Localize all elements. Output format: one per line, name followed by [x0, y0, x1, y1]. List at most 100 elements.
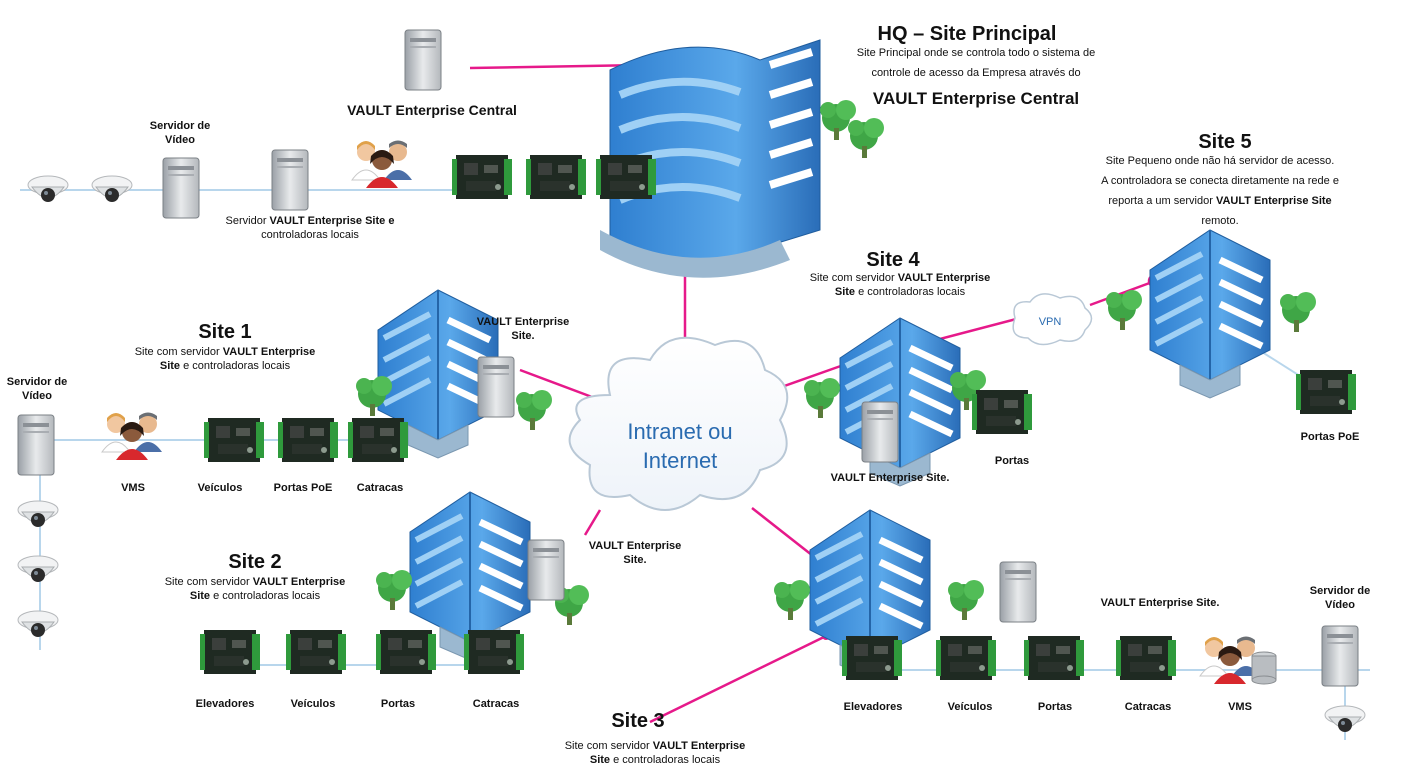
video-server-icon [162, 157, 200, 219]
site1-item-label: Veículos [197, 482, 243, 494]
site1-item-label: VMS [121, 482, 145, 494]
site2-item-label: Veículos [290, 698, 336, 710]
hq-desc-line2: controle de acesso da Empresa através do [871, 67, 1081, 79]
site3-item-label: Catracas [1124, 701, 1172, 713]
site2-server-icon [527, 539, 565, 601]
controller-board-icon [464, 630, 524, 674]
site3-video-server-label: Servidor de Vídeo [1309, 585, 1371, 611]
hq-building [600, 39, 821, 278]
tree-icon [948, 580, 984, 620]
controller-board-icon [1116, 636, 1176, 680]
hq-desc-line3: VAULT Enterprise Central [872, 89, 1080, 108]
site5-desc-line3: reporta a um servidor VAULT Enterprise S… [1050, 195, 1390, 209]
controller-board-icon [286, 630, 346, 674]
tree-icon [848, 118, 884, 158]
controller-board-icon [200, 630, 260, 674]
site2-desc: Site com servidor VAULT Enterprise Site … [120, 576, 390, 604]
controller-board-icon [204, 418, 264, 462]
site2-desc-post: e controladoras locais [213, 589, 321, 602]
site2-server-label: VAULT Enterprise Site. [588, 540, 682, 566]
tree-icon [774, 580, 810, 620]
cloud-label: Intranet ou Internet [600, 418, 760, 475]
hq-desc-line1: Site Principal onde se controla todo o s… [856, 47, 1096, 59]
vpn-cloud [1012, 293, 1093, 346]
site3-item-label: Elevadores [843, 701, 903, 713]
site4-server-label: VAULT Enterprise Site. [830, 472, 950, 484]
central-server-label: VAULT Enterprise Central [347, 102, 517, 118]
site5-desc-line1: Site Pequeno onde não há servidor de ace… [1105, 155, 1335, 167]
site2-item-label: Elevadores [195, 698, 255, 710]
site3-desc-bold1: VAULT Enterprise [652, 740, 746, 752]
site5-desc-bold3: VAULT Enterprise Site [1215, 195, 1332, 207]
controller-board-icon [348, 418, 408, 462]
site1-server-icon [477, 356, 515, 418]
site3-server-icon [999, 561, 1037, 623]
site5-doors-label: Portas PoE [1300, 431, 1360, 443]
site4-desc-pre: Site com servidor [809, 272, 895, 284]
database-icon [1251, 651, 1277, 685]
site3-item-label: Portas [1037, 701, 1073, 713]
controller-board-icon [452, 155, 512, 199]
site1-desc-post: e controladoras locais [183, 359, 291, 372]
camera-icon [17, 555, 59, 583]
video-server-icon [1321, 625, 1359, 687]
tree-icon [1106, 290, 1142, 330]
site1-desc-pre: Site com servidor [134, 346, 220, 358]
site2-item-label: Portas [380, 698, 416, 710]
site4-desc-bold1: VAULT Enterprise [897, 272, 991, 284]
controller-board-icon [278, 418, 338, 462]
site1-server-label: VAULT Enterprise Site. [476, 316, 570, 342]
site5-desc-line4: remoto. [1201, 215, 1239, 227]
site2-desc-pre: Site com servidor [164, 576, 250, 588]
controller-board-icon [1024, 636, 1084, 680]
site1-desc: Site com servidor VAULT Enterprise Site … [100, 346, 350, 374]
video-server-icon [17, 414, 55, 476]
vms-users-icon [101, 412, 163, 461]
site4-doors-label: Portas [994, 455, 1030, 467]
controller-board-icon [936, 636, 996, 680]
site5-desc-line2: A controladora se conecta diretamente na… [1101, 175, 1339, 187]
tree-icon [1280, 292, 1316, 332]
site3-desc-pre: Site com servidor [564, 740, 650, 752]
site2-desc-bold2: Site [189, 589, 211, 602]
site4-title: Site 4 [866, 249, 920, 271]
camera-icon [91, 175, 133, 203]
site2-desc-bold1: VAULT Enterprise [252, 576, 346, 588]
site3-desc-post: e controladoras locais [613, 753, 721, 766]
site5-desc-pre3: reporta a um servidor [1108, 195, 1213, 207]
site3-item-label: Veículos [947, 701, 993, 713]
site1-video-server-label: Servidor de Vídeo [6, 376, 68, 402]
site1-item-label: Catracas [356, 482, 404, 494]
hq-local-server-label: Servidor VAULT Enterprise Site e control… [195, 215, 425, 243]
site3-title: Site 3 [611, 710, 665, 732]
site5-building [1150, 230, 1270, 398]
site4-desc-post: e controladoras locais [858, 285, 966, 298]
site5-title: Site 5 [1198, 131, 1252, 153]
users-icon [351, 140, 413, 189]
controller-board-icon [526, 155, 586, 199]
vms-users-icon [1199, 636, 1261, 685]
camera-icon [17, 500, 59, 528]
tree-icon [804, 378, 840, 418]
site2-item-label: Catracas [472, 698, 520, 710]
camera-icon [17, 610, 59, 638]
hq-title: HQ – Site Principal [877, 23, 1057, 45]
controller-board-icon [972, 390, 1032, 434]
site4-desc-bold2: Site [834, 285, 856, 298]
controller-board-icon [596, 155, 656, 199]
hq-local-line2: controladoras locais [261, 228, 359, 241]
internet-cloud [568, 336, 789, 511]
site1-title: Site 1 [198, 321, 252, 343]
hq-local-suffix: e [388, 215, 395, 227]
hq-local-prefix: Servidor [225, 215, 267, 227]
camera-icon [1324, 705, 1366, 733]
site3-desc-bold2: Site [589, 753, 611, 766]
site-server-icon [271, 149, 309, 211]
vpn-label: VPN [1038, 316, 1062, 328]
site4-server-icon [861, 401, 899, 463]
tree-icon [516, 390, 552, 430]
site2-title: Site 2 [228, 551, 282, 573]
central-server-icon [404, 29, 442, 91]
cloud-line1: Intranet ou [627, 419, 733, 444]
